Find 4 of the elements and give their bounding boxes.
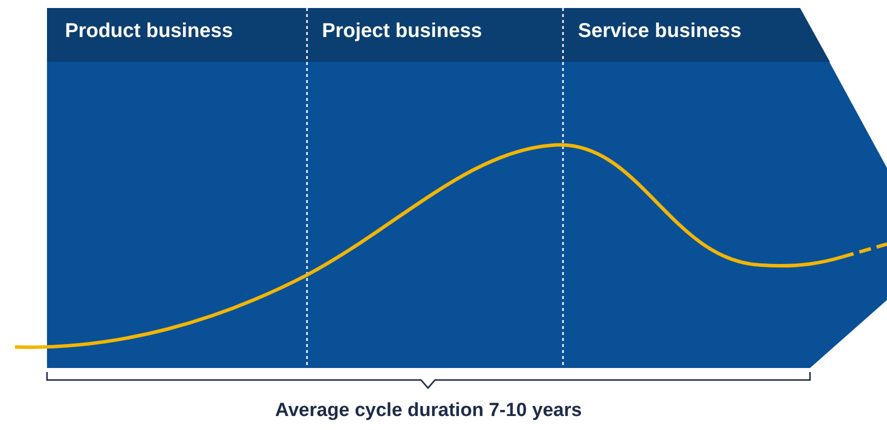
column-heading: Service business — [578, 20, 742, 43]
column-heading: Product business — [65, 20, 233, 43]
column-heading: Project business — [322, 20, 482, 43]
duration-label: Average cycle duration 7-10 years — [274, 400, 583, 422]
